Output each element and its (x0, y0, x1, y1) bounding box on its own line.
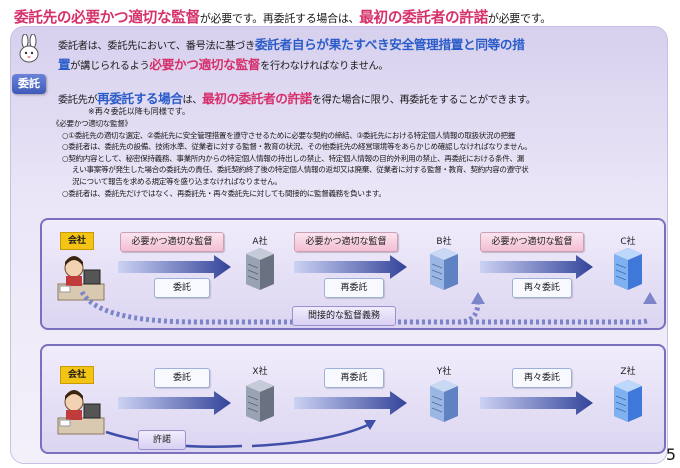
indirect-arrowhead-c (643, 292, 657, 304)
node-a-label: A社 (252, 237, 268, 247)
notes-line-1: ○①委託先の適切な選定、②委託先に安全管理措置を遵守させるために必要な契約の締結… (62, 130, 516, 140)
indirect-supervision-arrows (79, 290, 648, 325)
building-b-icon (430, 248, 458, 290)
p2-note: ※再々委託以降も同様です。 (88, 107, 190, 116)
supervise-label-b: 必要かつ適切な監督 (294, 232, 398, 252)
title-text-2: が必要です。 (487, 12, 551, 25)
paragraph-subcontract: 委託先が再委託する場合は、最初の委託者の許諾を得た場合に限り、再委託をすることが… (58, 88, 668, 107)
arrow-to-y (294, 391, 407, 415)
notes-line-4: えい事案等が発生した場合の委託先の責任、委託契約終了後の特定個人情報の返却又は廃… (72, 165, 529, 175)
rabbit-mascot-icon (19, 34, 39, 63)
p2-text-a: 委託先が (58, 95, 98, 106)
itaku-tag: 委託 (12, 74, 46, 94)
office-worker-icon-2 (57, 390, 105, 435)
building-z-icon (614, 380, 642, 422)
node-z-label: Z社 (620, 367, 636, 377)
supervise-label-c: 必要かつ適切な監督 (480, 232, 584, 252)
office-worker-icon (57, 256, 105, 301)
p2-text-c: は、 (182, 95, 203, 106)
diagram-supervision-chain: 会社 必要かつ適切な監督 必要かつ適切な監督 必要かつ適切な監督 A社 B社 C… (40, 218, 666, 330)
arrow-to-x (118, 391, 231, 415)
node-b-label: B社 (436, 237, 452, 247)
diagram-consent-chain: 会社 委託 再委託 再々委託 X社 Y社 Z社 (40, 344, 666, 454)
node-x-label: X社 (252, 367, 268, 377)
building-c-icon (614, 248, 642, 290)
notes-line-3: ○契約内容として、秘密保持義務、事業所内からの特定個人情報の持出しの禁止、特定個… (62, 153, 525, 163)
p1-text-a: 委託者は、委託先において、番号法に基づき (58, 41, 255, 52)
node-y-label: Y社 (436, 367, 452, 377)
kyodaku-label: 許諾 (138, 430, 186, 450)
saisai-label-2: 再々委託 (512, 368, 572, 388)
title-emphasis-2: 最初の委託者の許諾 (359, 9, 488, 26)
supervision-notes: 《必要かつ適切な監督》 ○①委託先の適切な選定、②委託先に安全管理措置を遵守させ… (52, 118, 668, 199)
indirect-supervision-label: 間接的な監督義務 (292, 306, 396, 326)
itaku-label-2: 委託 (154, 368, 210, 388)
arrow-to-b (294, 255, 407, 279)
page-title: 委託先の必要かつ適切な監督が必要です。再委託する場合は、最初の委託者の許諾が必要… (14, 6, 674, 27)
title-text-1: が必要です。再委託する場合は、 (199, 12, 360, 25)
building-a-icon (246, 248, 274, 290)
supervise-label-a: 必要かつ適切な監督 (120, 232, 224, 252)
p1-text-f: を行わなければなりません。 (260, 61, 389, 72)
notes-line-2: ○委託者は、委託先の設備、技術水準、従業者に対する監督・教育の状況、その他委託先… (62, 142, 532, 152)
notes-line-6: ○委託者は、委託先だけではなく、再委託先・再々委託先に対しても間接的に監督義務を… (62, 188, 386, 198)
company-badge: 会社 (60, 232, 94, 250)
building-y-icon (430, 380, 458, 422)
p2-emphasis-d: 最初の委託者の許諾 (202, 91, 312, 106)
page-number: 5 (665, 445, 676, 464)
saiitaku-label: 再委託 (324, 278, 384, 298)
building-x-icon (246, 380, 274, 422)
p1-emphasis-b: 委託者自らが果たすべき安全管理措置と同等の措 (254, 37, 525, 52)
node-c-label: C社 (620, 237, 636, 247)
itaku-label: 委託 (154, 278, 210, 298)
notes-heading: 《必要かつ適切な監督》 (52, 119, 132, 128)
saiitaku-label-2: 再委託 (324, 368, 384, 388)
notes-line-5: 況について報告を求める規定等を盛り込まなければなりません。 (72, 176, 282, 186)
title-emphasis-1: 委託先の必要かつ適切な監督 (14, 9, 200, 26)
paragraph-supervision: 委託者は、委託先において、番号法に基づき委託者自らが果たすべき安全管理措置と同等… (58, 36, 664, 76)
arrow-to-c (480, 255, 593, 279)
p2-emphasis-b: 再委託する場合 (97, 91, 183, 106)
company-badge-2: 会社 (60, 366, 94, 384)
p1-text-d: が講じられるよう (70, 61, 150, 72)
arrow-to-z (480, 391, 593, 415)
p2-text-e: を得た場合に限り、再委託をすることができます。 (311, 95, 536, 106)
saisai-label: 再々委託 (512, 278, 572, 298)
p1-emphasis-c: 置 (58, 57, 71, 72)
arrow-to-a (118, 255, 231, 279)
p1-emphasis-e: 必要かつ適切な監督 (149, 57, 261, 72)
